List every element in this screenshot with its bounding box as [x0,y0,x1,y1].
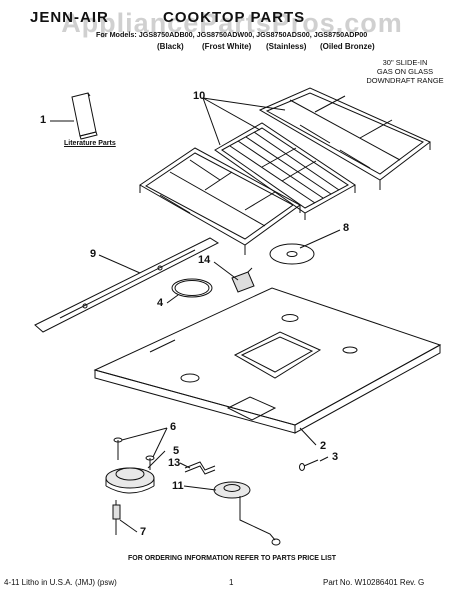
burner-base [105,467,155,494]
callout-9: 9 [90,248,97,260]
callout-13: 13 [168,457,181,469]
callout-11: 11 [172,480,184,492]
footer-part-number: Part No. W10286401 Rev. G [323,578,425,587]
callout-3: 3 [332,451,339,463]
page-title: COOKTOP PARTS [163,9,306,26]
brand-logo: JENN-AIR [30,9,109,26]
ordering-info: FOR ORDERING INFORMATION REFER TO PARTS … [127,555,337,562]
burner-cap-8 [269,243,315,265]
screw-3 [299,459,319,471]
finish-frost-white: (Frost White) [202,42,252,51]
range-description: 30" SLIDE-IN GAS ON GLASS DOWNDRAFT RANG… [350,58,460,85]
igniter-electrode [112,500,121,535]
literature-booklet [71,92,98,140]
range-line-2: GAS ON GLASS [376,67,434,76]
range-line-3: DOWNDRAFT RANGE [366,76,444,85]
center-grill-grates [214,122,356,220]
callout-10: 10 [193,90,206,102]
finish-black: (Black) [157,42,184,51]
callout-6: 6 [170,421,177,433]
watermark-text: AppliancePartsPros.com [61,8,403,38]
callout-4: 4 [157,297,164,309]
cooktop-glass [93,287,442,434]
seal-ring [171,278,213,298]
callout-8: 8 [343,222,350,234]
callout-14: 14 [198,254,211,266]
screws-6 [113,437,155,470]
range-line-1: 30" SLIDE-IN [382,58,428,67]
footer-page-number: 1 [229,578,234,587]
finish-oiled-bronze: (Oiled Bronze) [320,42,375,51]
literature-parts-label: Literature Parts [64,140,116,147]
leader-lines [50,97,341,533]
right-grate [258,87,431,190]
callout-7: 7 [140,526,147,538]
footer-litho: 4-11 Litho in U.S.A. (JMJ) (psw) [4,578,117,587]
model-list: For Models: JGS8750ADB00, JGS8750ADW00, … [96,30,368,39]
burner-assembly-11 [213,481,281,546]
finish-stainless: (Stainless) [266,42,307,51]
bracket-13 [184,461,216,475]
trim-strip [34,237,220,333]
callout-5: 5 [173,445,180,457]
callout-1: 1 [40,114,47,126]
left-grate [139,147,301,255]
callout-2: 2 [320,440,327,452]
igniter-module [231,267,255,293]
